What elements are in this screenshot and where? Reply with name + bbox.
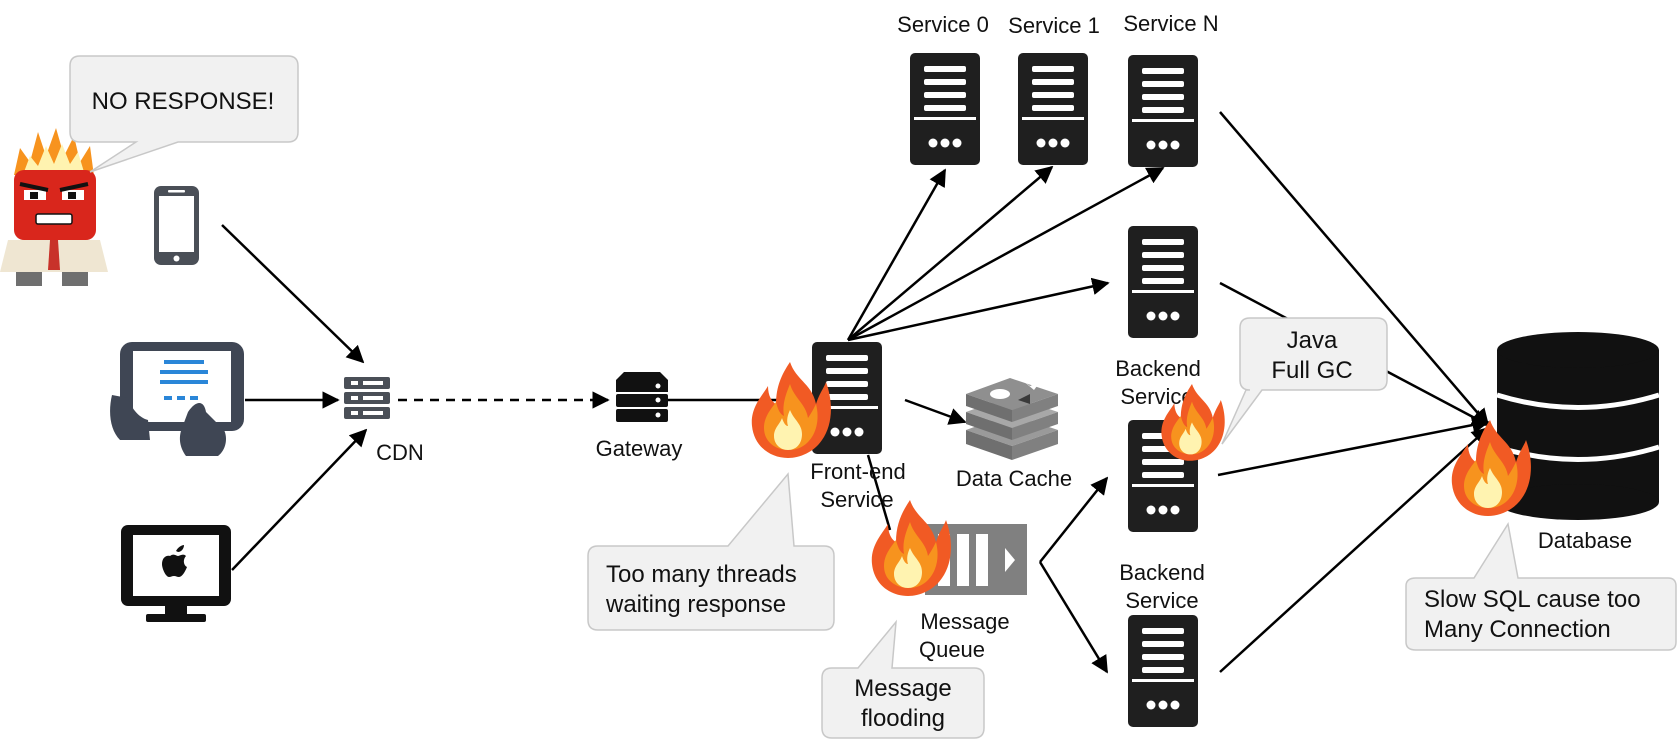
gateway-icon bbox=[616, 372, 668, 422]
callout-sql-line1: Slow SQL cause too bbox=[1424, 586, 1641, 613]
cdn-label: CDN bbox=[376, 440, 424, 465]
edge-backend-bottom-db bbox=[1219, 426, 1490, 673]
desktop-icon bbox=[121, 525, 231, 622]
cdn-icon bbox=[344, 377, 390, 419]
backend-bottom-label-line1: Backend bbox=[1119, 560, 1205, 585]
server-backend-bottom bbox=[1128, 615, 1198, 727]
edge-frontend-datacache bbox=[904, 398, 967, 425]
data-cache-icon bbox=[966, 378, 1058, 460]
edge-backend-mid-db bbox=[1217, 416, 1490, 477]
edge-mq-backend-bottom bbox=[1038, 561, 1109, 674]
server-service-1 bbox=[1018, 53, 1088, 165]
callout-sql-line2: Many Connection bbox=[1424, 616, 1611, 643]
frontend-label-line2: Service bbox=[820, 487, 893, 512]
callout-no-response: NO RESPONSE! bbox=[69, 55, 299, 173]
callout-message-flooding: Message flooding bbox=[821, 619, 985, 739]
connections bbox=[221, 111, 1490, 674]
callout-no-response-text: NO RESPONSE! bbox=[92, 88, 275, 115]
callout-flooding-line1: Message bbox=[854, 675, 951, 702]
backend-mid-label-line2: Service bbox=[1120, 384, 1193, 409]
edge-servicen-db bbox=[1219, 111, 1490, 427]
data-cache-label: Data Cache bbox=[956, 466, 1072, 491]
callout-threads-line2: waiting response bbox=[605, 591, 786, 618]
edge-mq-backend-mid bbox=[1039, 476, 1109, 563]
backend-mid-label-line1: Backend bbox=[1115, 356, 1201, 381]
service-0-label: Service 0 bbox=[897, 12, 989, 37]
callout-gc-line2: Full GC bbox=[1271, 357, 1352, 384]
edge-phone-cdn bbox=[221, 224, 365, 364]
edge-frontend-backend-top bbox=[847, 277, 1110, 342]
edge-frontend-servicen bbox=[847, 166, 1165, 342]
callout-java-full-gc: Java Full GC bbox=[1221, 317, 1388, 445]
flame-message-queue-icon bbox=[871, 500, 951, 596]
angry-character-icon bbox=[0, 128, 108, 286]
frontend-label-line1: Front-end bbox=[810, 459, 905, 484]
apple-logo-icon bbox=[162, 545, 187, 577]
message-queue-label-line2: Queue bbox=[919, 637, 985, 662]
server-backend-top bbox=[1128, 226, 1198, 338]
edge-desktop-cdn bbox=[231, 428, 368, 571]
tablet-icon bbox=[110, 342, 244, 456]
database-label: Database bbox=[1538, 528, 1632, 553]
callout-flooding-line2: flooding bbox=[861, 705, 945, 732]
callout-too-many-threads: Too many threads waiting response bbox=[587, 472, 835, 631]
gateway-label: Gateway bbox=[596, 436, 683, 461]
edge-frontend-service1 bbox=[847, 165, 1054, 341]
edge-frontend-service0 bbox=[846, 168, 947, 341]
service-n-label: Service N bbox=[1123, 11, 1218, 36]
phone-icon bbox=[154, 186, 199, 265]
message-queue-label-line1: Message bbox=[920, 609, 1009, 634]
callout-gc-line1: Java bbox=[1287, 327, 1338, 354]
server-service-n bbox=[1128, 55, 1198, 167]
backend-bottom-label-line2: Service bbox=[1125, 588, 1198, 613]
service-1-label: Service 1 bbox=[1008, 13, 1100, 38]
server-service-0 bbox=[910, 53, 980, 165]
edge-frontend-mq bbox=[866, 454, 892, 531]
callout-slow-sql: Slow SQL cause too Many Connection bbox=[1405, 521, 1677, 651]
callout-threads-line1: Too many threads bbox=[606, 561, 797, 588]
